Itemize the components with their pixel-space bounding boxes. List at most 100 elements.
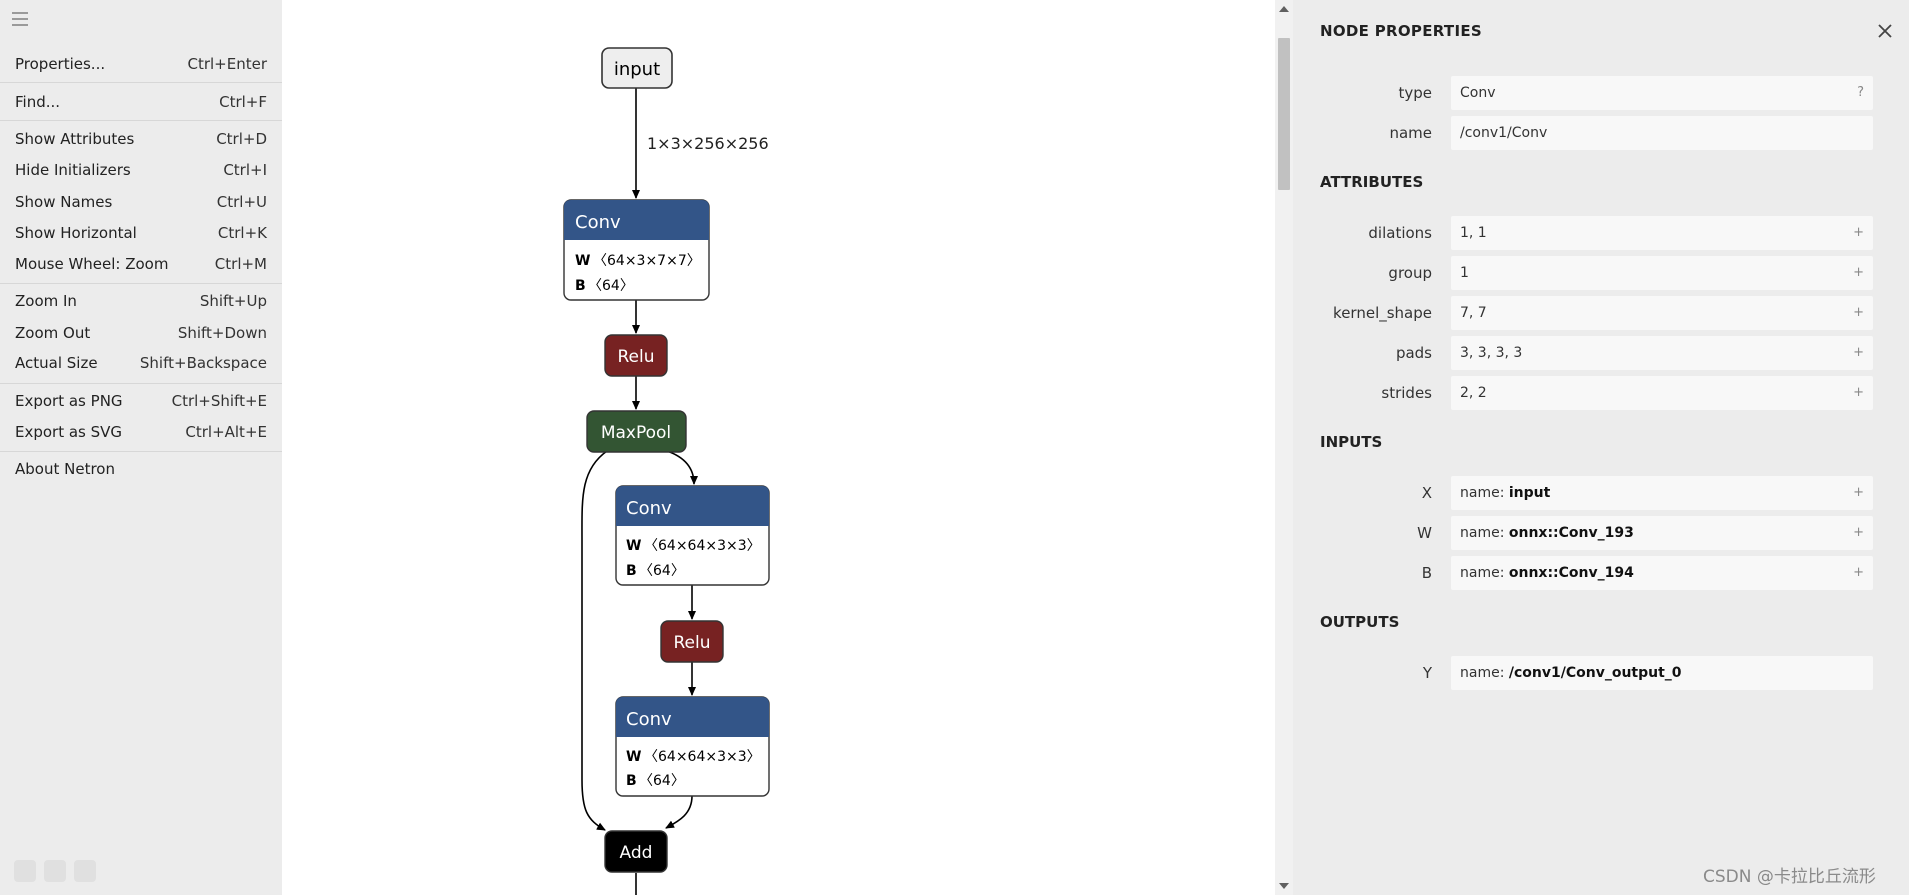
expand-button[interactable]: + xyxy=(1853,485,1864,500)
name-prefix: name: xyxy=(1460,665,1509,681)
menu-divider xyxy=(0,82,282,83)
node-properties-panel: NODE PROPERTIES type Conv ? name /conv1/… xyxy=(1293,0,1909,895)
menu-divider xyxy=(0,451,282,452)
menu-item-mouse-wheel[interactable]: Mouse Wheel: Zoom Ctrl+M xyxy=(0,249,282,279)
menu-item-label: Export as PNG xyxy=(15,392,123,410)
weight-key: W xyxy=(626,749,641,765)
hamburger-menu-icon[interactable] xyxy=(12,12,28,26)
attr-value[interactable]: 1 + xyxy=(1451,256,1873,290)
expand-button[interactable]: + xyxy=(1853,565,1864,580)
prop-value-type[interactable]: Conv ? xyxy=(1451,76,1873,110)
graph-svg: 1×3×256×256 input Conv W 〈64×3×7×7〉 B 〈6… xyxy=(563,47,770,895)
prop-label: pads xyxy=(1395,344,1432,362)
prop-label: Y xyxy=(1422,664,1432,682)
prop-label: dilations xyxy=(1368,224,1432,242)
toolbar-icon[interactable] xyxy=(74,860,96,882)
add-node-label: Add xyxy=(620,843,653,863)
menu-item-zoom-in[interactable]: Zoom In Shift+Up xyxy=(0,286,282,316)
conv-node[interactable]: Conv W 〈64×3×7×7〉 B 〈64〉 xyxy=(563,199,710,301)
menu-item-label: Show Names xyxy=(15,193,113,211)
relu-node[interactable]: Relu xyxy=(604,334,668,377)
attr-value[interactable]: 7, 7 + xyxy=(1451,296,1873,330)
menu-item-hide-initializers[interactable]: Hide Initializers Ctrl+I xyxy=(0,155,282,185)
help-button[interactable]: ? xyxy=(1857,85,1864,100)
bias-key: B xyxy=(575,278,586,294)
menu-item-shortcut: Shift+Down xyxy=(177,324,267,342)
bias-shape: 〈64〉 xyxy=(639,563,685,579)
expand-button[interactable]: + xyxy=(1853,345,1864,360)
input-value[interactable]: name: onnx::Conv_193 + xyxy=(1451,516,1873,550)
menu-item-export-svg[interactable]: Export as SVG Ctrl+Alt+E xyxy=(0,417,282,447)
maxpool-node-label: MaxPool xyxy=(601,423,671,443)
menu-divider xyxy=(0,283,282,284)
relu-node[interactable]: Relu xyxy=(660,620,724,663)
attr-value[interactable]: 1, 1 + xyxy=(1451,216,1873,250)
expand-button[interactable]: + xyxy=(1853,525,1864,540)
weight-key: W xyxy=(626,538,641,554)
conv-node[interactable]: Conv W 〈64×64×3×3〉 B 〈64〉 xyxy=(615,696,770,797)
prop-value-name[interactable]: /conv1/Conv xyxy=(1451,116,1873,150)
attr-value[interactable]: 2, 2 + xyxy=(1451,376,1873,410)
menu-item-about[interactable]: About Netron xyxy=(0,454,282,484)
name-prefix: name: xyxy=(1460,565,1509,581)
menu-item-label: Actual Size xyxy=(15,354,98,372)
maxpool-node[interactable]: MaxPool xyxy=(586,410,687,453)
expand-button[interactable]: + xyxy=(1853,385,1864,400)
output-value[interactable]: name: /conv1/Conv_output_0 xyxy=(1451,656,1873,690)
menu-item-show-attributes[interactable]: Show Attributes Ctrl+D xyxy=(0,124,282,154)
conv-node-title: Conv xyxy=(626,709,672,730)
outputs-section-title: OUTPUTS xyxy=(1320,613,1400,631)
attr-value[interactable]: 3, 3, 3, 3 + xyxy=(1451,336,1873,370)
graph-canvas[interactable]: 1×3×256×256 input Conv W 〈64×3×7×7〉 B 〈6… xyxy=(282,0,1275,895)
graph-scrollbar[interactable] xyxy=(1275,0,1293,895)
menu-item-show-names[interactable]: Show Names Ctrl+U xyxy=(0,187,282,217)
conv-node[interactable]: Conv W 〈64×64×3×3〉 B 〈64〉 xyxy=(615,485,770,586)
prop-value-text: 7, 7 xyxy=(1460,305,1487,321)
scroll-up-arrow-icon[interactable] xyxy=(1279,6,1289,12)
attr-row-group: group 1 + xyxy=(1293,256,1909,290)
name-prefix: name: xyxy=(1460,485,1509,501)
input-name: onnx::Conv_194 xyxy=(1508,565,1634,581)
menu-item-actual-size[interactable]: Actual Size Shift+Backspace xyxy=(0,348,282,378)
menu-item-label: Zoom In xyxy=(15,292,77,310)
expand-button[interactable]: + xyxy=(1853,265,1864,280)
menu-item-label: Show Horizontal xyxy=(15,224,137,242)
edge-shape-label: 1×3×256×256 xyxy=(647,134,769,153)
menu-item-shortcut: Ctrl+D xyxy=(216,130,267,148)
attr-row-kernel-shape: kernel_shape 7, 7 + xyxy=(1293,296,1909,330)
prop-label: name xyxy=(1389,124,1432,142)
input-row-b: B name: onnx::Conv_194 + xyxy=(1293,556,1909,590)
menu-item-export-png[interactable]: Export as PNG Ctrl+Shift+E xyxy=(0,386,282,416)
bias-shape: 〈64〉 xyxy=(639,773,685,789)
prop-row-type: type Conv ? xyxy=(1293,76,1909,110)
menu-item-shortcut: Ctrl+Alt+E xyxy=(185,423,267,441)
menu-item-properties[interactable]: Properties... Ctrl+Enter xyxy=(0,49,282,79)
toolbar-icon[interactable] xyxy=(14,860,36,882)
input-value[interactable]: name: onnx::Conv_194 + xyxy=(1451,556,1873,590)
bias-shape: 〈64〉 xyxy=(588,278,634,294)
close-icon[interactable] xyxy=(1876,22,1894,40)
expand-button[interactable]: + xyxy=(1853,305,1864,320)
scroll-down-arrow-icon[interactable] xyxy=(1279,883,1289,889)
menu-item-shortcut: Ctrl+U xyxy=(216,193,267,211)
menu-item-shortcut: Ctrl+I xyxy=(223,161,267,179)
toolbar-icon[interactable] xyxy=(44,860,66,882)
menu-item-show-horizontal[interactable]: Show Horizontal Ctrl+K xyxy=(0,218,282,248)
menu-item-find[interactable]: Find... Ctrl+F xyxy=(0,87,282,117)
input-row-x: X name: input + xyxy=(1293,476,1909,510)
menu-item-label: Zoom Out xyxy=(15,324,91,342)
attr-row-dilations: dilations 1, 1 + xyxy=(1293,216,1909,250)
input-node[interactable]: input xyxy=(601,47,673,89)
scroll-thumb[interactable] xyxy=(1278,38,1290,190)
input-value[interactable]: name: input + xyxy=(1451,476,1873,510)
conv-node-header xyxy=(564,200,709,240)
bias-key: B xyxy=(626,773,637,789)
relu-node-label: Relu xyxy=(617,347,654,367)
menu-item-shortcut: Ctrl+M xyxy=(214,255,267,273)
menu-item-zoom-out[interactable]: Zoom Out Shift+Down xyxy=(0,318,282,348)
menu-item-label: Properties... xyxy=(15,55,106,73)
expand-button[interactable]: + xyxy=(1853,225,1864,240)
add-node[interactable]: Add xyxy=(604,830,668,873)
relu-node-label: Relu xyxy=(673,633,710,653)
prop-value-text: 2, 2 xyxy=(1460,385,1487,401)
